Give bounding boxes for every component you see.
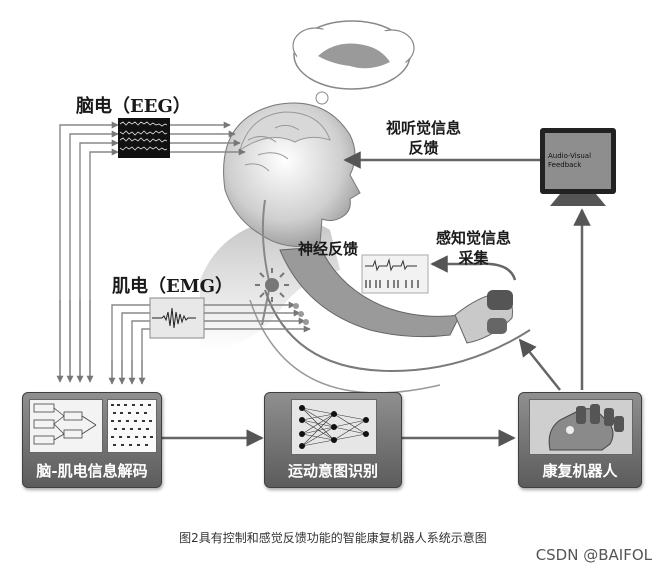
- motion-box: 运动意图识别: [264, 392, 402, 488]
- watermark: CSDN @BAIFOL: [536, 546, 652, 564]
- arrow-robot-to-hand: [520, 340, 560, 390]
- motion-title: 运动意图识别: [265, 460, 401, 481]
- av-feedback-label: 视听觉信息 反馈: [386, 118, 461, 158]
- eeg-label: 脑电（EEG）: [76, 92, 191, 118]
- monitor-label-line1: Audio-Visual: [548, 152, 608, 161]
- neural-signal: [362, 255, 428, 293]
- figure-caption: 图2具有控制和感觉反馈功能的智能康复机器人系统示意图: [0, 529, 666, 546]
- emg-waveform: [150, 298, 204, 338]
- robot-hand-image: [529, 399, 633, 455]
- decode-matrix: [107, 399, 157, 453]
- monitor-label-line2: Feedback: [548, 161, 608, 170]
- robot-title: 康复机器人: [519, 460, 641, 481]
- eeg-waveform: [118, 118, 170, 158]
- monitor-label: Audio-Visual Feedback: [548, 152, 608, 170]
- decode-title: 脑-肌电信息解码: [23, 460, 161, 481]
- av-feedback-line1: 视听觉信息: [386, 118, 461, 138]
- robot-box: 康复机器人: [518, 392, 642, 488]
- decode-box: 脑-肌电信息解码: [22, 392, 162, 488]
- sensory-label: 感知觉信息 采集: [436, 228, 511, 268]
- neural-feedback-label: 神经反馈: [298, 238, 358, 259]
- sensory-line1: 感知觉信息: [436, 228, 511, 248]
- sensory-line2: 采集: [436, 248, 511, 268]
- decode-flowchart: [29, 399, 103, 453]
- av-feedback-line2: 反馈: [386, 138, 461, 158]
- neural-network-icon: [291, 399, 377, 455]
- emg-label: 肌电（EMG）: [112, 272, 233, 298]
